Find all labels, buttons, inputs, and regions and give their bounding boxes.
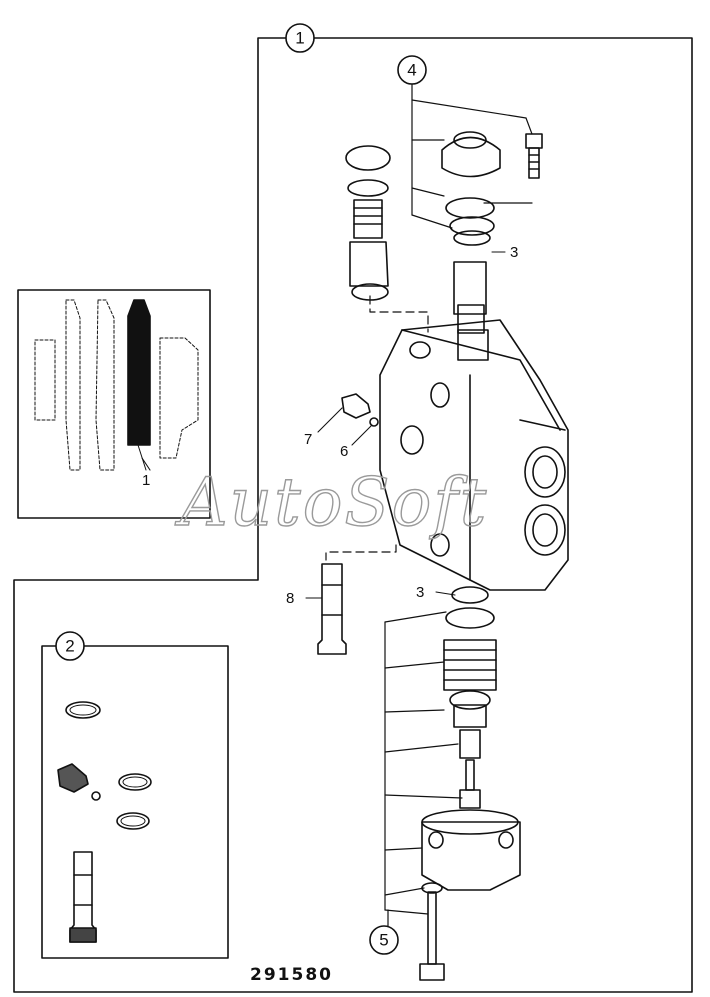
bracket-4	[411, 81, 533, 229]
callout-circle-4	[397, 55, 427, 85]
leader-dashes	[325, 295, 429, 561]
label-8: 8	[286, 590, 294, 607]
inset-spool-highlight	[127, 299, 151, 446]
watermark: AutoSoft	[174, 464, 488, 541]
callout-1: 1	[295, 29, 304, 48]
inset-spools	[34, 299, 199, 471]
callout-circle-5	[369, 925, 399, 955]
leader-lines	[141, 251, 506, 599]
label-inset-1: 1	[142, 472, 150, 489]
screw-4	[525, 133, 543, 179]
label-7: 7	[304, 431, 312, 448]
group-2-panel	[41, 645, 229, 959]
relief-valve	[345, 145, 391, 301]
callout-circle-1	[285, 23, 315, 53]
label-6: 6	[340, 443, 348, 460]
label-3-upper: 3	[510, 244, 518, 261]
drawing-number: 291580	[250, 965, 333, 985]
lower-spool	[419, 586, 521, 981]
label-3-lower: 3	[416, 584, 424, 601]
upper-spool	[441, 131, 501, 361]
group-2-parts	[57, 701, 152, 943]
callout-5: 5	[379, 931, 388, 950]
bracket-5	[384, 611, 463, 927]
callout-4: 4	[407, 61, 416, 80]
callout-circle-2	[55, 631, 85, 661]
valve-body	[379, 319, 569, 591]
spool-8	[317, 563, 347, 655]
plug-7	[341, 393, 379, 427]
group-1-frame	[13, 37, 693, 993]
callout-2: 2	[65, 637, 74, 656]
inset-panel	[17, 289, 211, 519]
